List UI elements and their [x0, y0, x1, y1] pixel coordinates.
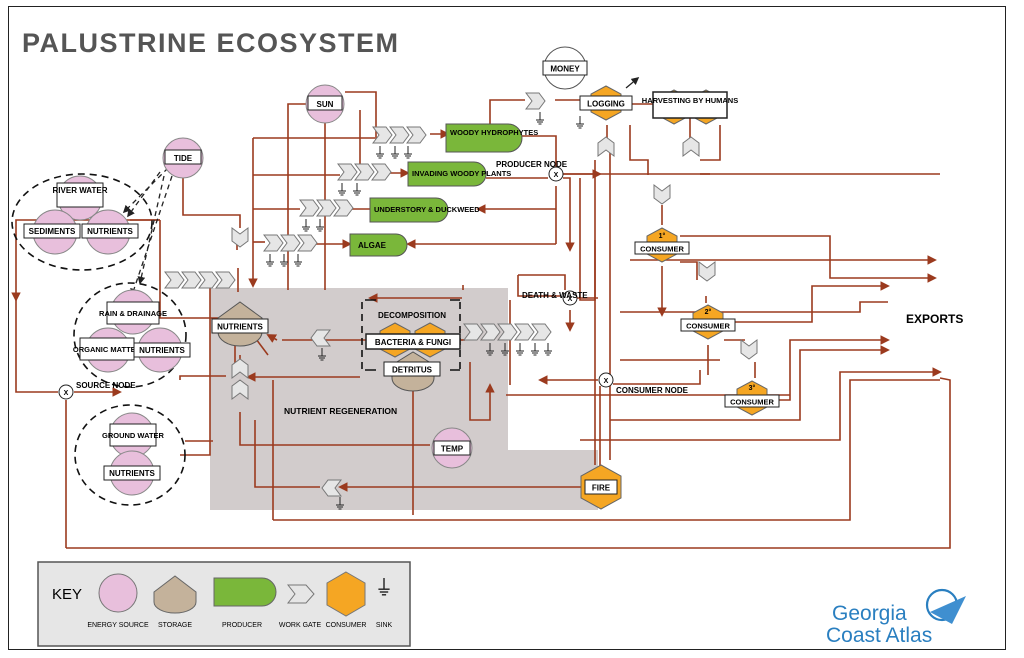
- svg-text:ENERGY SOURCE: ENERGY SOURCE: [87, 622, 149, 629]
- consumer-fire: FIRE: [580, 464, 622, 510]
- producer-woody-hydrophytes: WOODY HYDROPHYTES: [445, 123, 538, 153]
- consumer-harvesting-by-humans: HARVESTING BY HUMANS: [642, 89, 738, 125]
- svg-text:TEMP: TEMP: [441, 445, 464, 454]
- decomposition-label: DECOMPOSITION: [378, 311, 446, 320]
- consumer-secondary: 2° CONSUMER: [680, 304, 736, 340]
- decomposition-bracket: [365, 299, 460, 371]
- storage-detritus: DETRITUS: [383, 351, 441, 392]
- svg-text:X: X: [604, 378, 609, 385]
- georgia-coast-atlas-logo: Georgia Coast Atlas: [826, 588, 966, 647]
- consumer-primary: 1° CONSUMER: [634, 227, 690, 263]
- diagram-title: PALUSTRINE ECOSYSTEM: [22, 28, 400, 58]
- svg-text:WORK GATE: WORK GATE: [279, 622, 322, 629]
- tide-source: TIDE: [162, 137, 204, 179]
- temp-source: TEMP: [431, 427, 473, 469]
- svg-text:CONSUMER: CONSUMER: [326, 622, 367, 629]
- svg-text:NUTRIENTS: NUTRIENTS: [217, 323, 263, 332]
- tide-influence-dashes: [122, 167, 173, 297]
- diagram-frame: [8, 6, 1006, 650]
- exports-label: EXPORTS: [906, 312, 963, 326]
- consumer-tertiary: 3° CONSUMER: [724, 380, 780, 416]
- consumer-bacteria-fungi: BACTERIA & FUNGI: [365, 322, 461, 358]
- svg-text:UNDERSTORY & DUCKWEED: UNDERSTORY & DUCKWEED: [374, 205, 480, 214]
- svg-text:TIDE: TIDE: [174, 154, 193, 163]
- key-panel: KEY ENERGY SOURCE STORAGE PRODUCER WORK …: [37, 561, 411, 647]
- svg-text:SEDIMENTS: SEDIMENTS: [29, 227, 76, 236]
- money-source: MONEY: [542, 46, 588, 90]
- svg-text:X: X: [554, 172, 559, 179]
- svg-text:DETRITUS: DETRITUS: [392, 366, 433, 375]
- svg-text:ALGAE: ALGAE: [358, 241, 387, 250]
- sun-source: SUN: [305, 84, 345, 124]
- consumer-node: X CONSUMER NODE: [598, 372, 689, 395]
- svg-text:2°: 2°: [705, 308, 712, 316]
- svg-text:SINK: SINK: [376, 622, 393, 629]
- svg-text:SUN: SUN: [317, 100, 334, 109]
- producer-node: X PRODUCER NODE: [496, 160, 568, 182]
- svg-text:RIVER WATER: RIVER WATER: [53, 186, 108, 195]
- svg-text:STORAGE: STORAGE: [158, 622, 192, 629]
- svg-text:DEATH & WASTE: DEATH & WASTE: [522, 291, 588, 300]
- svg-text:NUTRIENTS: NUTRIENTS: [109, 469, 155, 478]
- groundwater-group: GROUND WATER NUTRIENTS: [102, 412, 165, 496]
- svg-text:Georgia: Georgia: [832, 602, 907, 625]
- svg-text:NUTRIENTS: NUTRIENTS: [139, 346, 185, 355]
- svg-text:GROUND WATER: GROUND WATER: [102, 431, 165, 440]
- svg-text:Coast Atlas: Coast Atlas: [826, 624, 932, 647]
- source-group-outlines: [11, 173, 461, 506]
- svg-text:CONSUMER: CONSUMER: [686, 322, 730, 331]
- svg-text:MONEY: MONEY: [550, 65, 580, 74]
- rain-group: RAIN & DRAINAGE ORGANIC MATTER NUTRIENTS: [73, 289, 191, 373]
- svg-text:X: X: [64, 390, 69, 397]
- svg-text:ORGANIC MATTER: ORGANIC MATTER: [73, 345, 142, 354]
- svg-text:RAIN & DRAINAGE: RAIN & DRAINAGE: [99, 309, 167, 318]
- storage-nutrients: NUTRIENTS: [211, 301, 269, 347]
- svg-text:PRODUCER: PRODUCER: [222, 622, 262, 629]
- producer-algae: ALGAE: [349, 233, 408, 257]
- svg-text:CONSUMER NODE: CONSUMER NODE: [616, 386, 689, 395]
- producer-understory-duckweed: UNDERSTORY & DUCKWEED: [369, 197, 480, 223]
- death-waste-node: X DEATH & WASTE: [522, 290, 588, 306]
- nutrient-regeneration-zone: [210, 288, 598, 510]
- svg-text:CONSUMER: CONSUMER: [730, 398, 774, 407]
- svg-text:LOGGING: LOGGING: [587, 100, 625, 109]
- source-node: X SOURCE NODE: [58, 381, 136, 400]
- nutrient-regeneration-label: NUTRIENT REGENERATION: [284, 406, 397, 416]
- river-group: RIVER WATER SEDIMENTS NUTRIENTS: [23, 175, 139, 255]
- consumer-logging: LOGGING: [579, 77, 640, 121]
- svg-text:BACTERIA & FUNGI: BACTERIA & FUNGI: [375, 338, 451, 347]
- svg-text:WOODY HYDROPHYTES: WOODY HYDROPHYTES: [450, 128, 538, 137]
- svg-text:PRODUCER NODE: PRODUCER NODE: [496, 160, 568, 169]
- svg-text:3°: 3°: [749, 384, 756, 392]
- svg-text:X: X: [568, 296, 573, 303]
- svg-text:FIRE: FIRE: [592, 484, 611, 493]
- svg-text:CONSUMER: CONSUMER: [640, 245, 684, 254]
- key-title: KEY: [52, 586, 82, 603]
- svg-text:NUTRIENTS: NUTRIENTS: [87, 227, 133, 236]
- svg-text:INVADING WOODY PLANTS: INVADING WOODY PLANTS: [412, 169, 511, 178]
- svg-text:HARVESTING BY HUMANS: HARVESTING BY HUMANS: [642, 96, 738, 105]
- flow-lines: [11, 91, 951, 549]
- svg-text:1°: 1°: [659, 232, 666, 240]
- svg-text:SOURCE NODE: SOURCE NODE: [76, 381, 136, 390]
- producer-invading-woody-plants: INVADING WOODY PLANTS: [407, 161, 511, 187]
